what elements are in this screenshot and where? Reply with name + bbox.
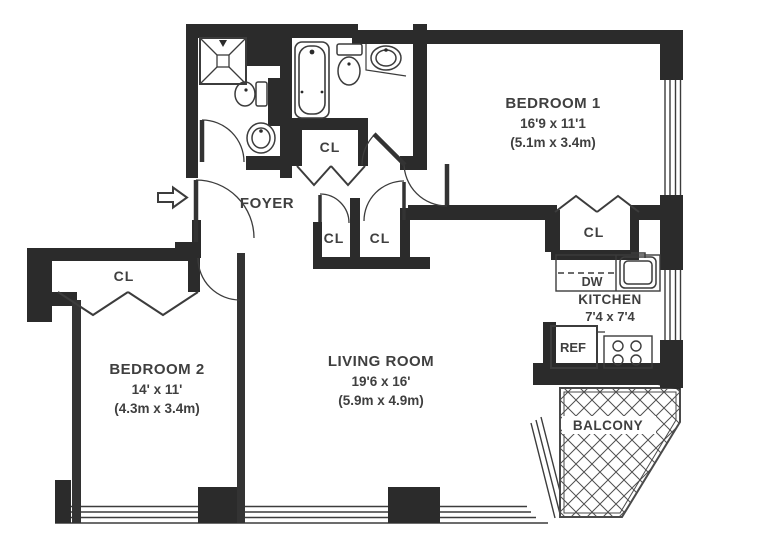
- wall: [27, 248, 200, 261]
- balcony-label-underlay: [562, 416, 656, 434]
- living-room-dims-ft: 19'6 x 16': [352, 374, 411, 389]
- wall: [533, 363, 683, 385]
- closet-right-door-arc: [363, 180, 405, 222]
- bedroom2-label: BEDROOM 2: [109, 361, 204, 378]
- bedroom2-living-divider-wall: [237, 253, 245, 523]
- refrigerator-label: REF: [560, 340, 586, 355]
- toilet: [234, 81, 268, 107]
- wall: [268, 78, 292, 126]
- refrigerator: [550, 325, 605, 369]
- bedroom2-dims-m: (4.3m x 3.4m): [114, 401, 200, 416]
- toilet: [336, 43, 363, 86]
- bathroom2-door-leaf: [372, 132, 407, 167]
- wall: [388, 487, 440, 523]
- bedroom1-dims-ft: 16'9 x 11'1: [520, 116, 586, 131]
- kitchen-sink: [619, 252, 657, 289]
- sink: [246, 122, 276, 154]
- wall: [27, 248, 52, 322]
- living-room-label-group: LIVING ROOM 19'6 x 16' (5.9m x 4.9m): [328, 353, 434, 408]
- closet-left-door-arc: [319, 193, 350, 224]
- balcony-area: [559, 377, 681, 518]
- wall: [413, 24, 427, 170]
- bedroom2-label-group: BEDROOM 2 14' x 11' (4.3m x 3.4m): [109, 361, 204, 416]
- stove: [603, 335, 653, 369]
- wall: [350, 198, 360, 267]
- door-leaves: [193, 120, 450, 299]
- walls: [27, 24, 683, 523]
- wall: [400, 156, 413, 170]
- bedroom1-dims-m: (5.1m x 3.4m): [510, 135, 596, 150]
- wall: [408, 205, 557, 220]
- wall: [543, 322, 556, 366]
- foyer-label: FOYER: [240, 195, 294, 212]
- wall: [630, 205, 683, 220]
- wall: [660, 40, 683, 80]
- entry-arrow-icon: [157, 185, 189, 210]
- wall: [400, 208, 410, 267]
- wall: [186, 24, 358, 38]
- wall: [188, 252, 200, 292]
- windows: [55, 80, 682, 524]
- bathroom1-door-arc: [201, 119, 245, 163]
- kitchen-window: [664, 270, 682, 340]
- wall: [292, 118, 302, 166]
- kitchen-counter: [555, 254, 661, 292]
- bedroom1-window: [664, 80, 682, 195]
- balcony-railing: [563, 391, 677, 514]
- bedroom2-closet-label: CL: [114, 268, 135, 284]
- hall-closet-bifold: [296, 165, 366, 187]
- entry-door-arc: [195, 179, 255, 239]
- kitchen-dims-ft: 7'4 x 7'4: [585, 309, 635, 324]
- doors: [57, 119, 640, 317]
- bifold-doors: [57, 165, 640, 317]
- wall: [55, 480, 71, 523]
- living-room-window-left: [245, 505, 388, 519]
- living-room-window-right: [440, 505, 536, 519]
- bedroom1-closet-bifold: [554, 194, 640, 213]
- wall: [630, 210, 639, 258]
- labels: BEDROOM 1 16'9 x 11'1 (5.1m x 3.4m) BEDR…: [109, 95, 643, 433]
- wall: [292, 118, 368, 130]
- wall: [545, 210, 556, 252]
- bedroom2-left-wall: [72, 300, 81, 523]
- bedroom2-door-arc: [197, 257, 241, 301]
- hall-closet-label: CL: [320, 139, 341, 155]
- door-arcs: [195, 119, 448, 301]
- bedroom1-label-group: BEDROOM 1 16'9 x 11'1 (5.1m x 3.4m): [505, 95, 600, 150]
- bedroom1-label: BEDROOM 1: [505, 95, 600, 112]
- kitchen-label-group: KITCHEN 7'4 x 7'4: [578, 292, 642, 324]
- bathroom2-door-arc: [361, 134, 376, 166]
- foyer-left-closet-label: CL: [324, 230, 345, 246]
- bathtub: [294, 41, 330, 119]
- wall: [313, 222, 322, 267]
- wall: [352, 30, 683, 44]
- shower: [199, 37, 247, 85]
- sink: [365, 44, 407, 77]
- living-room-dims-m: (5.9m x 4.9m): [338, 393, 424, 408]
- living-room-label: LIVING ROOM: [328, 353, 434, 370]
- wall: [313, 257, 430, 269]
- bedroom2-dims-ft: 14' x 11': [132, 382, 183, 397]
- bedroom2-window: [69, 505, 198, 519]
- wall: [186, 24, 198, 178]
- balcony-label: BALCONY: [573, 418, 643, 433]
- bedroom2-closet-bifold: [57, 291, 199, 317]
- kitchen-label: KITCHEN: [578, 292, 642, 307]
- fixtures: [199, 37, 661, 369]
- bedroom1-door-arc: [403, 162, 448, 207]
- wall: [52, 292, 77, 306]
- dishwasher-label: DW: [582, 275, 603, 289]
- wall: [246, 156, 292, 170]
- partition-walls: [72, 253, 245, 523]
- bedroom1-closet-label: CL: [584, 224, 605, 240]
- foyer-right-closet-label: CL: [370, 230, 391, 246]
- wall: [358, 118, 368, 166]
